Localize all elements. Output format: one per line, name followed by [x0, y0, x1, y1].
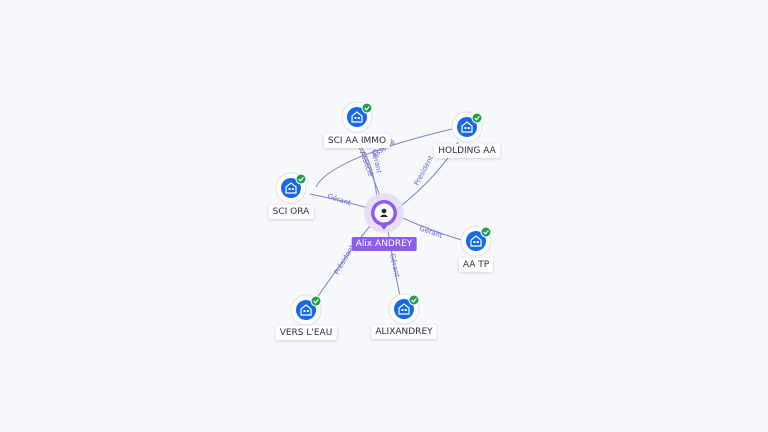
building-window [404, 309, 407, 311]
node-holding-aa[interactable] [451, 111, 483, 143]
building-icon [398, 303, 410, 315]
node-sci-aa-immo[interactable] [341, 101, 373, 133]
building-icon [285, 182, 297, 194]
building-icon [461, 121, 473, 133]
node-label-sci-aa-immo[interactable]: SCI AA IMMO [323, 134, 391, 148]
verified-check-icon [408, 294, 420, 306]
node-aa-tp[interactable] [460, 225, 492, 257]
verified-check-icon [310, 295, 322, 307]
person-icon [381, 208, 387, 214]
building-window [401, 309, 404, 311]
building-window [354, 117, 357, 119]
edge-line [357, 145, 381, 197]
node-label-alixandrey[interactable]: ALIXANDREY [371, 325, 437, 339]
edge-line [387, 229, 401, 297]
edge-label: Gérant [418, 224, 444, 240]
node-sci-ora[interactable] [275, 172, 307, 204]
edge-label: Gérant [388, 253, 401, 278]
building-window [357, 117, 360, 119]
checkmark [474, 116, 480, 121]
building-window [288, 188, 291, 190]
building-icon [351, 111, 363, 123]
building-window [464, 127, 467, 129]
building-window [291, 188, 294, 190]
building-window [306, 310, 309, 312]
building-window [467, 127, 470, 129]
verified-check-icon [471, 112, 483, 124]
edge-line [399, 216, 463, 241]
verified-check-icon [295, 173, 307, 185]
edge-line [313, 225, 371, 303]
node-center-person[interactable] [364, 193, 404, 233]
node-label-holding-aa[interactable]: HOLDING AA [434, 144, 500, 158]
verified-check-icon [361, 102, 373, 114]
building-icon [300, 304, 312, 316]
person-icon-body [380, 214, 388, 217]
edge-label: Président [413, 154, 436, 187]
checkmark [313, 299, 319, 304]
checkmark [411, 298, 417, 303]
node-alixandrey[interactable] [388, 293, 420, 325]
building-icon [470, 235, 482, 247]
edge-line [309, 193, 369, 209]
node-label-vers-leau[interactable]: VERS L'EAU [275, 326, 337, 340]
edge-line [315, 127, 457, 188]
checkmark [364, 106, 370, 111]
center-person-label[interactable]: Alix ANDREY [351, 237, 417, 251]
building-window [476, 241, 479, 243]
verified-check-icon [480, 226, 492, 238]
edge-label: Gérant [326, 192, 352, 207]
checkmark [483, 230, 489, 235]
edge-line [359, 145, 378, 198]
building-window [303, 310, 306, 312]
building-window [473, 241, 476, 243]
edge-center-sci-ora: Gérant [309, 192, 369, 209]
checkmark [298, 177, 304, 182]
node-vers-leau[interactable] [290, 294, 322, 326]
node-label-sci-ora[interactable]: SCI ORA [268, 205, 314, 219]
node-label-aa-tp[interactable]: AA TP [458, 258, 494, 272]
